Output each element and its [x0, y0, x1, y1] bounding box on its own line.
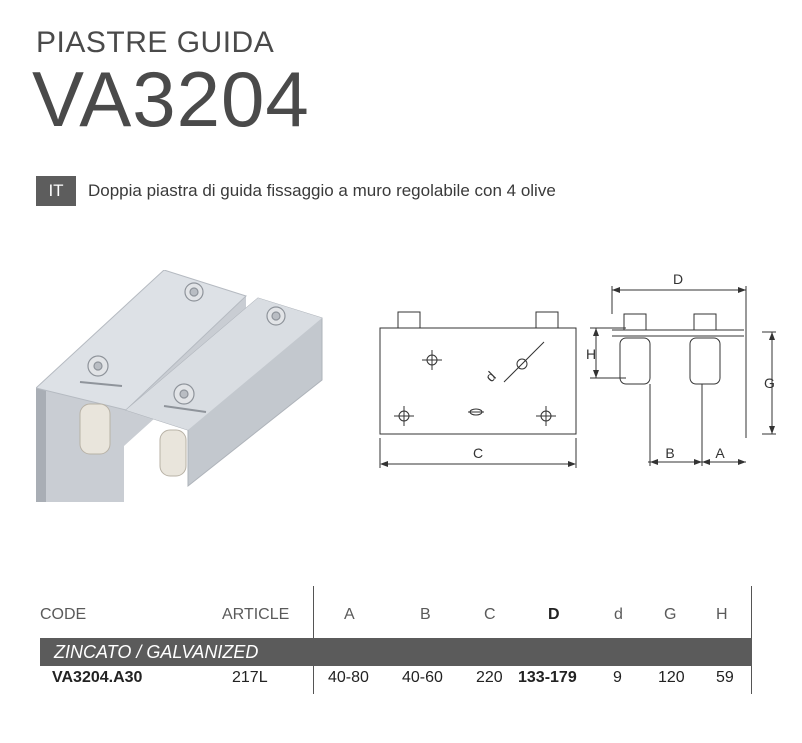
cell-a: 40-80	[328, 669, 369, 686]
header-d-small: d	[614, 606, 623, 623]
dim-label-g: G	[764, 375, 775, 391]
model-title: VA3204	[32, 55, 310, 143]
group-header-galvanized: ZINCATO / GALVANIZED	[40, 638, 752, 666]
header-b: B	[420, 606, 431, 623]
dim-label-b: B	[665, 445, 674, 461]
cell-g: 120	[658, 669, 685, 686]
product-photo	[36, 270, 323, 502]
header-h: H	[716, 606, 728, 623]
header-a: A	[344, 606, 355, 623]
cell-b: 40-60	[402, 669, 443, 686]
dim-label-d: D	[673, 271, 683, 287]
cell-article: 217L	[232, 669, 268, 686]
product-description: Doppia piastra di guida fissaggio a muro…	[88, 181, 556, 200]
header-c: C	[484, 606, 496, 623]
side-view-drawing: D H G B A	[586, 271, 776, 466]
cell-c: 220	[476, 669, 503, 686]
cell-code: VA3204.A30	[52, 669, 143, 686]
language-badge: IT	[36, 176, 76, 206]
cell-d: 133-179	[518, 669, 577, 686]
dim-label-d-small: d	[482, 368, 499, 385]
dim-label-c: C	[473, 445, 483, 461]
dim-label-h: H	[586, 346, 596, 362]
category-title: PIASTRE GUIDA	[36, 26, 275, 59]
header-g: G	[664, 606, 677, 623]
cell-d-small: 9	[613, 669, 622, 686]
header-code: CODE	[40, 606, 87, 623]
header-d: D	[548, 606, 560, 623]
header-article: ARTICLE	[222, 606, 290, 623]
front-view-drawing: C d	[379, 311, 577, 468]
dim-label-a: A	[715, 445, 725, 461]
cell-h: 59	[716, 669, 734, 686]
